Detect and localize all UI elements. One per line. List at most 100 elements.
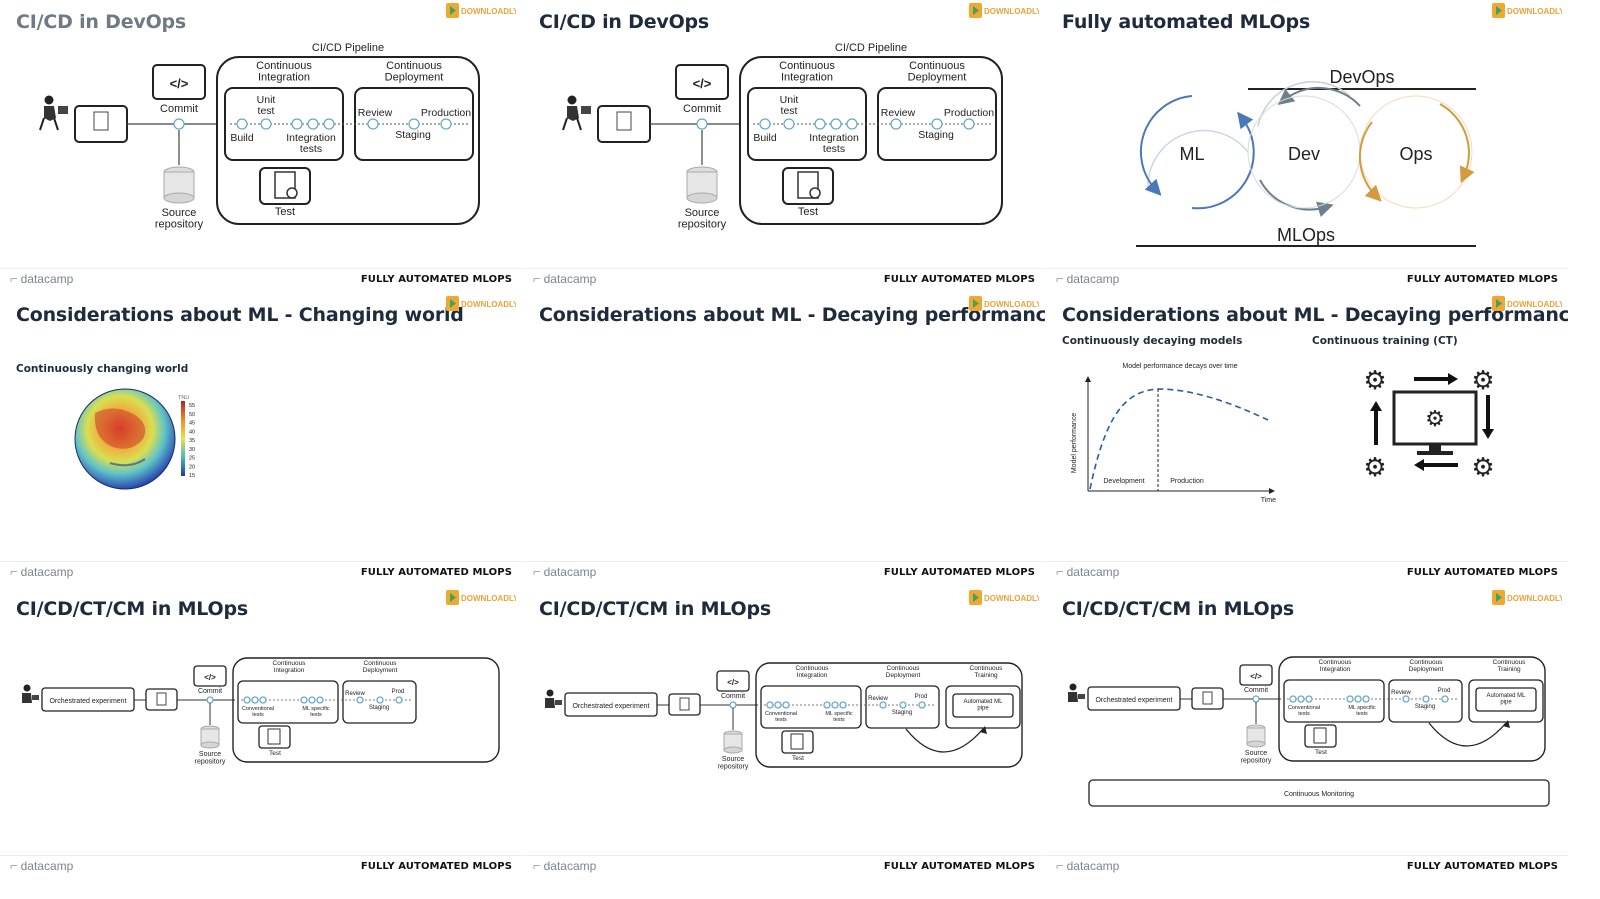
ct-feedback-arrowhead [980,726,987,734]
footer-brand-label: datacamp [20,858,74,873]
dev-arc-2 [1259,179,1334,218]
commit-node [206,696,214,704]
slide-title: CI/CD in DevOps [16,11,187,33]
footer-section-label: FULLY AUTOMATED MLOPS [360,861,512,872]
pipeline-node [1346,695,1354,703]
developer-icon [545,689,562,708]
slide-title: CI/CD/CT/CM in MLOps [16,598,248,620]
arrow-left-icon [1414,459,1458,471]
continuous-monitoring-label: Continuous Monitoring [1284,791,1354,798]
pipeline-node [931,118,943,130]
commit-node [696,118,708,130]
monitor-stand-icon [1429,444,1441,451]
slide-subtitle: Continuously changing world [16,363,189,375]
color-legend-bar [181,401,185,476]
db-bottom [723,746,743,754]
monitor-base-icon [1417,451,1453,455]
mlops-label: MLOps [1277,225,1335,245]
pipeline-node [236,118,248,130]
cd-box [1388,679,1463,723]
db-bottom [1246,740,1266,748]
pipeline-node [759,118,771,130]
slide-title: CI/CD in DevOps [539,11,710,33]
devops-label: DevOps [1329,67,1394,87]
gears-topright-icon: ⚙ [1471,365,1494,395]
developer-icon [562,95,591,131]
code-brackets-icon: </> [1250,672,1262,681]
downloadly-logo: DOWNLOADLY.IR [969,2,1045,19]
logo-text: DOWNLOADLY.IR [1507,594,1562,603]
gears-topleft-icon: ⚙ [1363,365,1386,395]
logo-play-icon [450,593,456,602]
footer-section-label: FULLY AUTOMATED MLOPS [883,861,1035,872]
orchestrated-experiment-label: Orchestrated experiment [1095,697,1172,704]
globe-coast [109,458,146,467]
commit-label: Commit [683,103,721,115]
gears-bottomleft-icon: ⚙ [1363,452,1386,482]
footer-brand-label: datacamp [543,858,597,873]
pipeline-node [1441,695,1449,703]
pipeline-node [1289,695,1297,703]
orchestrated-experiment-label: Orchestrated experiment [49,698,126,705]
footer-section-label: FULLY AUTOMATED MLOPS [1406,861,1558,872]
datacamp-logo-icon: ⌐ [1056,271,1064,286]
slide-5: Considerations about ML - Decaying perfo… [523,293,1045,582]
pipeline-node [918,701,926,709]
logo-play-icon [450,6,456,15]
code-brackets-icon: </> [693,76,712,91]
db-bottom [686,192,718,204]
legend-unit: TNU [178,395,189,401]
logo-play-icon [973,6,979,15]
pipeline-node [367,118,379,130]
commit-box [152,64,206,100]
automated-ml-pipe-box [1475,687,1537,712]
logo-play-icon [450,299,456,308]
slide-7: CI/CD/CT/CM in MLOps DOWNLOADLY.IR Orche… [0,587,522,876]
performance-curve [1089,388,1269,490]
pipeline-node [1362,695,1370,703]
production-label: Production [421,107,471,119]
footer-brand: ⌐datacamp [1056,564,1119,579]
legend-tick: 20 [189,464,195,470]
logo-text: DOWNLOADLY.IR [984,594,1039,603]
pipeline-box [739,56,1003,225]
commit-node [173,118,185,130]
downloadly-logo: DOWNLOADLY.IR [969,295,1045,312]
footer-brand-label: datacamp [1066,271,1120,286]
downloadly-logo: DOWNLOADLY.IR [1492,2,1568,19]
footer-brand-label: datacamp [1066,858,1120,873]
legend-tick: 25 [189,456,195,462]
legend-tick: 30 [189,447,195,453]
prod-label: Prod [915,694,928,700]
pipeline-node [831,701,839,709]
legend-tick: 50 [189,412,195,418]
pipeline-node [1354,695,1362,703]
ct-feedback-arrowhead [1503,720,1510,728]
checkmark-icon [286,187,298,199]
code-brackets-icon: </> [204,673,216,682]
logo-text: DOWNLOADLY.IR [984,300,1039,309]
build-label: Build [753,132,777,144]
datacamp-logo-icon: ⌐ [10,271,18,286]
downloadly-logo-icon: DOWNLOADLY.IR [1492,590,1568,605]
pipeline-node [408,118,420,130]
developer-legs [562,117,582,131]
pipeline-node [846,118,858,130]
clipboard-icon [1313,727,1327,744]
pipeline-node [243,696,251,704]
checkmark-icon [809,187,821,199]
code-file-icon [679,697,690,711]
footer-divider [1046,561,1568,562]
slide-2: CI/CD in DevOps DOWNLOADLY.IR </>CommitS… [523,0,1045,289]
arrow-down-icon [1482,395,1494,439]
footer-section-label: FULLY AUTOMATED MLOPS [883,274,1035,285]
downloadly-logo: DOWNLOADLY.IR [1492,295,1568,312]
